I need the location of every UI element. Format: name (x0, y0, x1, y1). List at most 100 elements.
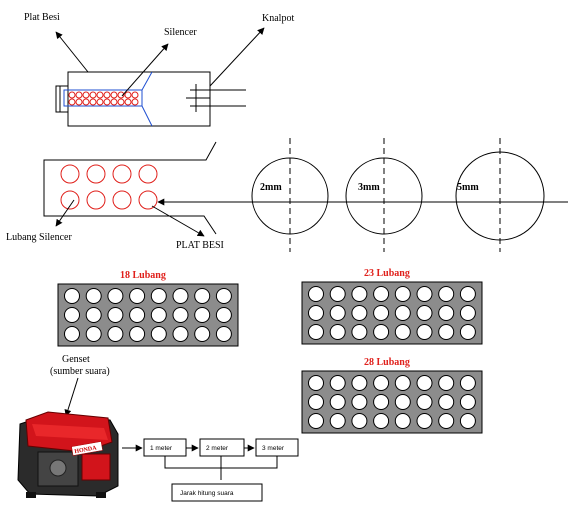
arrow-plat-besi (56, 32, 88, 72)
silencer-hole (83, 99, 89, 105)
perforation-hole (439, 376, 454, 391)
perforation-hole (395, 287, 410, 302)
silencer-hole (125, 99, 131, 105)
perforation-hole (417, 376, 432, 391)
perforation-hole (417, 306, 432, 321)
silencer-hole (104, 92, 110, 98)
perforation-hole (460, 414, 475, 429)
plate-23-body (302, 282, 482, 344)
plate-hole (113, 191, 131, 209)
perforation-hole (374, 376, 389, 391)
perforation-hole (309, 395, 324, 410)
plate-hole (61, 165, 79, 183)
genset-image: HONDA (18, 412, 118, 498)
silencer-hole (132, 99, 138, 105)
perforation-hole (151, 289, 166, 304)
label-lubang-silencer: Lubang Silencer (6, 232, 72, 243)
perforation-hole (460, 306, 475, 321)
perforation-hole (395, 395, 410, 410)
label-1-meter: 1 meter (150, 445, 173, 452)
perforation-hole (65, 327, 80, 342)
distance-flow: 1 meter 2 meter 3 meter Jarak hitung sua… (122, 439, 298, 501)
plate-18-lubang: 18 Lubang (58, 270, 238, 346)
perforation-hole (330, 395, 345, 410)
label-plat-besi-caps: PLAT BESI (176, 240, 224, 251)
perforation-hole (309, 306, 324, 321)
perforation-hole (173, 308, 188, 323)
perforation-hole (374, 325, 389, 340)
perforation-hole (130, 289, 145, 304)
plate-hole (139, 165, 157, 183)
label-5mm: 5mm (457, 182, 479, 193)
hole-circle-5mm (456, 152, 544, 240)
genset-section: Genset (sumber suara) HONDA (18, 354, 118, 498)
perforation-hole (417, 395, 432, 410)
perforation-hole (352, 325, 367, 340)
perforation-hole (395, 306, 410, 321)
silencer-hole (83, 92, 89, 98)
plate-outline (44, 142, 216, 234)
label-2-meter: 2 meter (206, 445, 229, 452)
silencer-hole (125, 92, 131, 98)
genset-title: Genset (62, 354, 90, 365)
perforation-hole (65, 308, 80, 323)
perforation-hole (460, 376, 475, 391)
perforation-hole (309, 325, 324, 340)
perforation-hole (130, 327, 145, 342)
plate-holes (61, 165, 157, 209)
perforation-hole (65, 289, 80, 304)
silencer-hole (69, 99, 75, 105)
perforation-hole (460, 395, 475, 410)
muffler-body (68, 72, 210, 126)
perforation-hole (130, 308, 145, 323)
perforation-hole (216, 327, 231, 342)
perforation-hole (352, 306, 367, 321)
silencer-hole (76, 92, 82, 98)
perforation-hole (151, 327, 166, 342)
perforation-hole (309, 287, 324, 302)
silencer-hole (111, 92, 117, 98)
silencer-hole (90, 92, 96, 98)
label-2mm: 2mm (260, 182, 282, 193)
perforation-hole (439, 287, 454, 302)
genset-subtitle: (sumber suara) (50, 366, 110, 377)
plate-hole (87, 165, 105, 183)
perforation-hole (195, 308, 210, 323)
perforation-hole (395, 325, 410, 340)
perforation-hole (417, 287, 432, 302)
perforation-hole (439, 306, 454, 321)
perforation-hole (352, 287, 367, 302)
label-silencer: Silencer (164, 27, 197, 38)
plate-hole (139, 191, 157, 209)
label-3mm: 3mm (358, 182, 380, 193)
label-plat-besi: Plat Besi (24, 12, 60, 23)
perforation-hole (439, 395, 454, 410)
arrow-silencer (122, 44, 168, 96)
perforation-hole (151, 308, 166, 323)
plate-23-title: 23 Lubang (364, 268, 410, 279)
plate-18-body (58, 284, 238, 346)
perforation-hole (330, 287, 345, 302)
perforation-hole (374, 414, 389, 429)
perforation-hole (460, 287, 475, 302)
arrow-lubang-silencer (56, 200, 74, 226)
perforation-hole (195, 289, 210, 304)
plate-23-lubang: 23 Lubang (302, 268, 482, 344)
perforation-hole (330, 306, 345, 321)
perforation-hole (374, 287, 389, 302)
perforation-hole (108, 327, 123, 342)
perforation-hole (108, 289, 123, 304)
hole-size-circles: 2mm 3mm 5mm (252, 138, 544, 252)
perforation-hole (216, 289, 231, 304)
perforation-hole (439, 325, 454, 340)
perforation-hole (309, 414, 324, 429)
plate-hole (87, 191, 105, 209)
silencer-hole (97, 99, 103, 105)
arrow-knalpot (210, 28, 264, 86)
perforation-hole (86, 308, 101, 323)
silencer-hole (118, 99, 124, 105)
label-jarak: Jarak hitung suara (180, 490, 234, 497)
perforation-hole (417, 414, 432, 429)
perforation-hole (352, 376, 367, 391)
